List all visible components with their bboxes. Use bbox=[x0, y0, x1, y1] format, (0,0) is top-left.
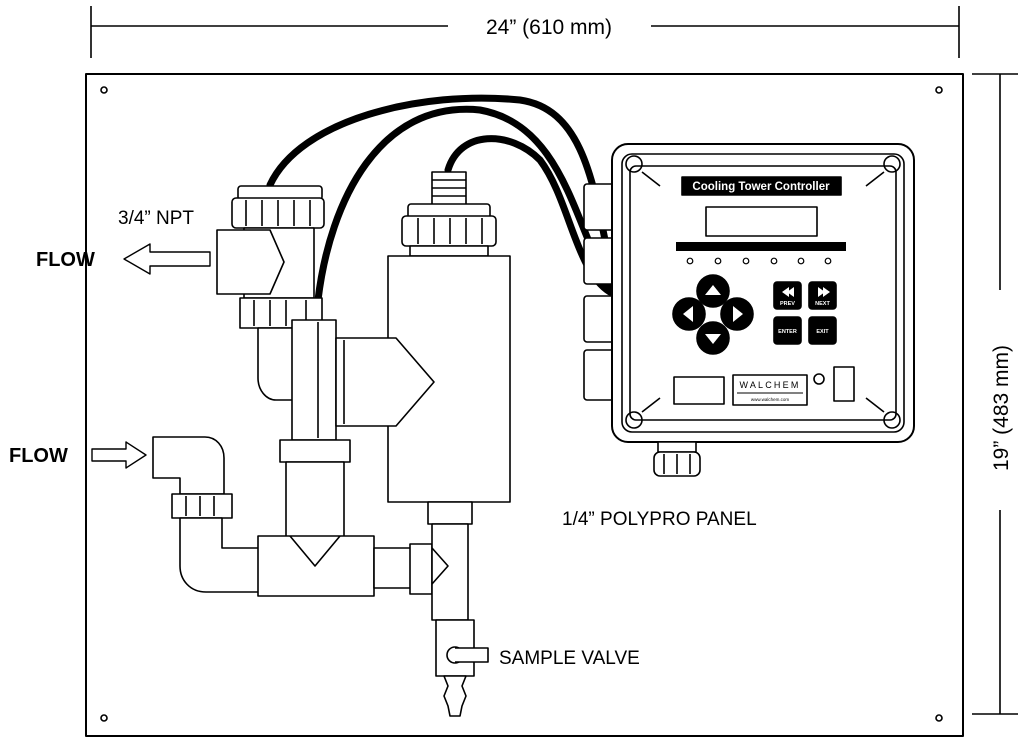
enclosure-screw bbox=[883, 155, 901, 173]
flow-in-label: FLOW bbox=[9, 445, 68, 467]
brand-name: WALCHEM bbox=[739, 380, 800, 390]
brand-url: www.walchem.com bbox=[751, 397, 790, 402]
mounting-hole bbox=[100, 714, 108, 722]
enclosure-screw bbox=[883, 411, 901, 429]
flow-out-arrow-icon bbox=[123, 243, 211, 275]
inlet-elbow bbox=[152, 436, 263, 593]
enclosure-screw bbox=[625, 411, 643, 429]
arrow-keypad bbox=[672, 274, 754, 355]
label-window bbox=[673, 376, 725, 405]
polypro-panel bbox=[85, 73, 964, 737]
sensor-tee bbox=[335, 171, 511, 621]
enter-button-label: ENTER bbox=[778, 329, 797, 335]
mounting-hole bbox=[935, 714, 943, 722]
indicator-led bbox=[824, 257, 832, 265]
next-button-label: NEXT bbox=[815, 301, 830, 307]
width-dimension-label: 24” (610 mm) bbox=[486, 16, 612, 39]
controller-enclosure: Cooling Tower Controller bbox=[583, 143, 915, 443]
indicator-led bbox=[714, 257, 722, 265]
side-window bbox=[833, 366, 855, 402]
indicator-led bbox=[742, 257, 750, 265]
cable-gland bbox=[653, 441, 701, 477]
indicator-led bbox=[797, 257, 805, 265]
display-band bbox=[676, 242, 846, 251]
width-dimension: 24” (610 mm) bbox=[90, 6, 960, 58]
status-light bbox=[813, 373, 825, 385]
enclosure-hinges bbox=[583, 183, 619, 401]
exit-button-label: EXIT bbox=[816, 329, 829, 335]
bottom-tee bbox=[257, 535, 433, 597]
exit-button[interactable]: EXIT bbox=[808, 316, 837, 345]
controller-title-bar bbox=[681, 176, 842, 196]
flow-out-label: FLOW bbox=[36, 249, 95, 271]
indicator-leds bbox=[686, 257, 832, 265]
height-dimension: 19” (483 mm) bbox=[972, 73, 1018, 715]
flow-switch-assembly bbox=[216, 185, 325, 401]
mounting-holes bbox=[100, 86, 943, 722]
prev-button-label: PREV bbox=[780, 301, 795, 307]
controller-title: Cooling Tower Controller bbox=[692, 181, 830, 193]
enter-button[interactable]: ENTER bbox=[773, 316, 802, 345]
enclosure-screw bbox=[625, 155, 643, 173]
lcd-display bbox=[705, 206, 818, 237]
npt-callout: 3/4” NPT bbox=[118, 208, 194, 229]
mounting-hole bbox=[100, 86, 108, 94]
height-dimension-label: 19” (483 mm) bbox=[990, 345, 1013, 471]
panel-callout: 1/4” POLYPRO PANEL bbox=[562, 509, 757, 530]
flow-in-arrow-icon bbox=[91, 441, 147, 469]
indicator-led bbox=[770, 257, 778, 265]
walchem-logo: WALCHEM www.walchem.com bbox=[732, 374, 808, 406]
sample-valve bbox=[435, 619, 489, 717]
sample-valve-callout: SAMPLE VALVE bbox=[499, 648, 640, 669]
manifold-pipe bbox=[279, 319, 351, 541]
indicator-led bbox=[686, 257, 694, 265]
next-button[interactable]: NEXT bbox=[808, 281, 837, 310]
prev-button[interactable]: PREV bbox=[773, 281, 802, 310]
mounting-hole bbox=[935, 86, 943, 94]
